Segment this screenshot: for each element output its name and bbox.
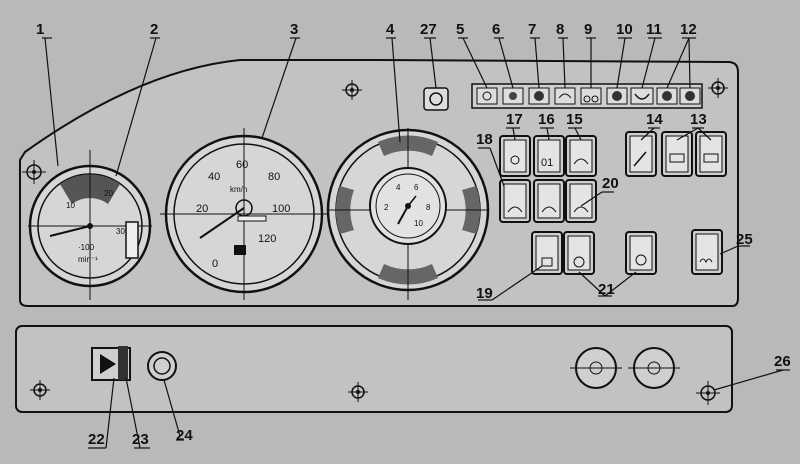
callout-2: 2 xyxy=(150,21,158,38)
callout-11: 11 xyxy=(646,21,662,38)
switch-21b[interactable] xyxy=(625,231,657,275)
callout-25: 25 xyxy=(736,231,753,248)
callout-3: 3 xyxy=(290,21,298,38)
callout-21: 21 xyxy=(598,281,615,298)
callout-16: 16 xyxy=(538,111,555,128)
tacho-tick-30: 30 xyxy=(116,227,125,236)
switch-20b[interactable] xyxy=(565,179,597,223)
indicator-lamp-12b xyxy=(679,87,701,105)
mounting-screw xyxy=(30,380,50,400)
clock-tick-8: 8 xyxy=(426,203,431,212)
indicator-lamp-11 xyxy=(630,87,654,105)
clock-tick-4: 4 xyxy=(396,183,401,192)
leader-lines xyxy=(42,37,790,449)
indicator-lamp-24 xyxy=(147,351,177,381)
mounting-screw xyxy=(696,381,720,405)
tacho-tick-10: 10 xyxy=(66,201,75,210)
callout-10: 10 xyxy=(616,21,633,38)
indicator-lamp-12a xyxy=(656,87,678,105)
switch-17[interactable] xyxy=(499,135,531,177)
clock-tick-10: 10 xyxy=(414,219,423,228)
switch-13a[interactable] xyxy=(661,131,693,177)
callout-15: 15 xyxy=(566,111,583,128)
speedo-tick-40: 40 xyxy=(208,171,220,183)
callout-9: 9 xyxy=(584,21,592,38)
switch-25[interactable] xyxy=(691,229,723,275)
mounting-screw xyxy=(342,80,362,100)
clock-tick-6: 6 xyxy=(414,183,419,192)
callout-27: 27 xyxy=(420,21,437,38)
callout-19: 19 xyxy=(476,285,493,302)
callout-22: 22 xyxy=(88,431,105,448)
speedo-unit: km/h xyxy=(230,185,247,194)
switch-14[interactable] xyxy=(625,131,657,177)
switch-16[interactable]: 01 xyxy=(533,135,565,177)
mounting-screw xyxy=(22,160,46,184)
callout-24: 24 xyxy=(176,427,193,444)
clock: 4 6 8 10 2 xyxy=(369,167,447,245)
indicator-lamp-5 xyxy=(476,87,498,105)
callout-23: 23 xyxy=(132,431,149,448)
callout-18: 18 xyxy=(476,131,493,148)
switch-13b[interactable] xyxy=(695,131,727,177)
callout-7: 7 xyxy=(528,21,536,38)
switch-16-label: 01 xyxy=(541,157,553,169)
speedo-tick-80: 80 xyxy=(268,171,280,183)
speedo-tick-60: 60 xyxy=(236,159,248,171)
speedo-tick-20: 20 xyxy=(196,203,208,215)
mounting-screw xyxy=(708,78,728,98)
tachometer: 10 20 30 ·100 min⁻¹ xyxy=(28,150,152,300)
lower-panel-outline xyxy=(15,325,733,413)
speedometer: 0 20 40 60 80 100 120 km/h xyxy=(160,128,330,300)
switch-20a[interactable] xyxy=(533,179,565,223)
callout-14: 14 xyxy=(646,111,663,128)
switch-18[interactable] xyxy=(499,179,531,223)
callout-13: 13 xyxy=(690,111,707,128)
callout-1: 1 xyxy=(36,21,44,38)
indicator-lamp-27 xyxy=(423,87,449,111)
indicator-lamp-10 xyxy=(606,87,628,105)
switch-19[interactable] xyxy=(531,231,563,275)
indicator-lamp-7 xyxy=(528,87,550,105)
callout-8: 8 xyxy=(556,21,564,38)
control-knob-left[interactable] xyxy=(570,347,622,389)
indicator-lamp-8 xyxy=(554,87,576,105)
tacho-unit-multiplier: ·100 xyxy=(78,243,95,252)
switch-21a[interactable] xyxy=(563,231,595,275)
tacho-tick-20: 20 xyxy=(104,189,113,198)
switch-15[interactable] xyxy=(565,135,597,177)
callout-17: 17 xyxy=(506,111,523,128)
callout-5: 5 xyxy=(456,21,464,38)
indicator-lamp-6 xyxy=(502,87,524,105)
callout-20: 20 xyxy=(602,175,619,192)
tacho-unit: min⁻¹ xyxy=(78,255,98,264)
indicator-lamp-9 xyxy=(580,87,602,105)
speedo-tick-100: 100 xyxy=(272,203,290,215)
callout-6: 6 xyxy=(492,21,500,38)
control-knob-right[interactable] xyxy=(628,347,680,389)
speedo-tick-120: 120 xyxy=(258,233,276,245)
callout-4: 4 xyxy=(386,21,395,38)
callout-26: 26 xyxy=(774,353,791,370)
speedo-tick-0: 0 xyxy=(212,258,218,270)
clock-tick-2: 2 xyxy=(384,203,389,212)
callout-12: 12 xyxy=(680,21,697,38)
hazard-switch-22[interactable] xyxy=(91,346,131,381)
mounting-screw xyxy=(348,382,368,402)
